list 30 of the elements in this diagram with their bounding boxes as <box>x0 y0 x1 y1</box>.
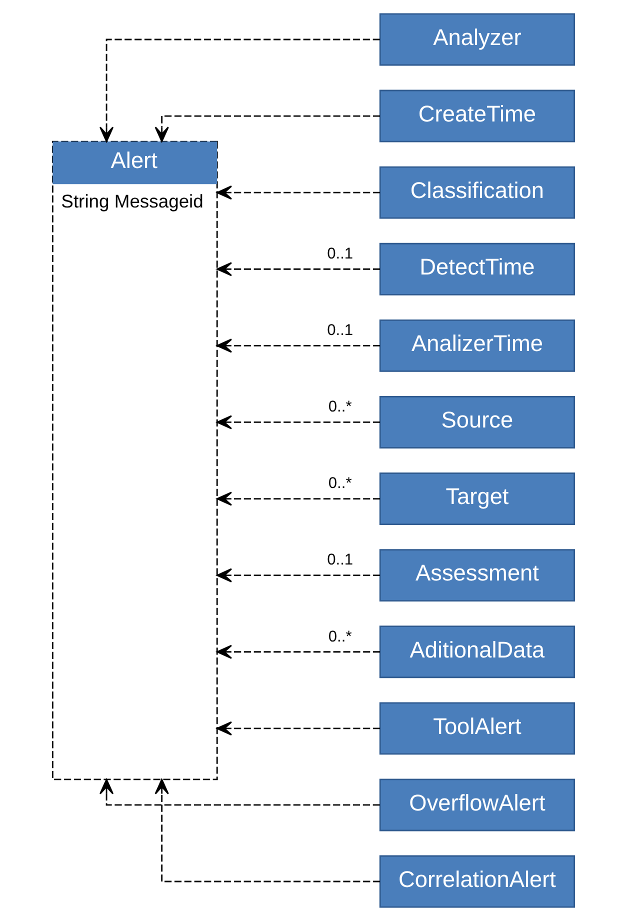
node-box: CreateTime <box>378 90 575 142</box>
arrow <box>216 568 380 582</box>
node-box: Classification <box>378 166 575 219</box>
arrow <box>216 338 380 353</box>
edge-label: 0..* <box>328 475 352 492</box>
node-box: Target <box>378 472 575 525</box>
node-box: ToolAlert <box>378 702 575 755</box>
node-box: AditionalData <box>378 626 575 678</box>
node-box: AnalizerTime <box>378 319 575 372</box>
arrow <box>216 721 380 736</box>
node-box: CorrelationAlert <box>378 855 575 908</box>
node-box: Analyzer <box>378 13 575 66</box>
node-box: OverflowAlert <box>378 778 575 832</box>
arrow <box>216 492 380 506</box>
edge-label: 0..* <box>328 628 352 646</box>
edge-label: 0..1 <box>326 322 353 340</box>
arrow <box>154 778 380 882</box>
edge-label: 0..1 <box>326 552 353 569</box>
arrow <box>216 262 380 276</box>
node-box: Source <box>378 396 575 448</box>
arrow <box>216 415 380 430</box>
arrow <box>216 186 380 200</box>
node-box: DetectTime <box>378 242 575 296</box>
node-box: Assessment <box>378 549 575 602</box>
edge-label: 0..* <box>328 398 352 416</box>
arrow <box>98 38 380 142</box>
arrow <box>154 115 380 142</box>
edge-label: 0..1 <box>326 246 353 263</box>
arrow <box>216 644 380 659</box>
arrow <box>98 778 380 806</box>
